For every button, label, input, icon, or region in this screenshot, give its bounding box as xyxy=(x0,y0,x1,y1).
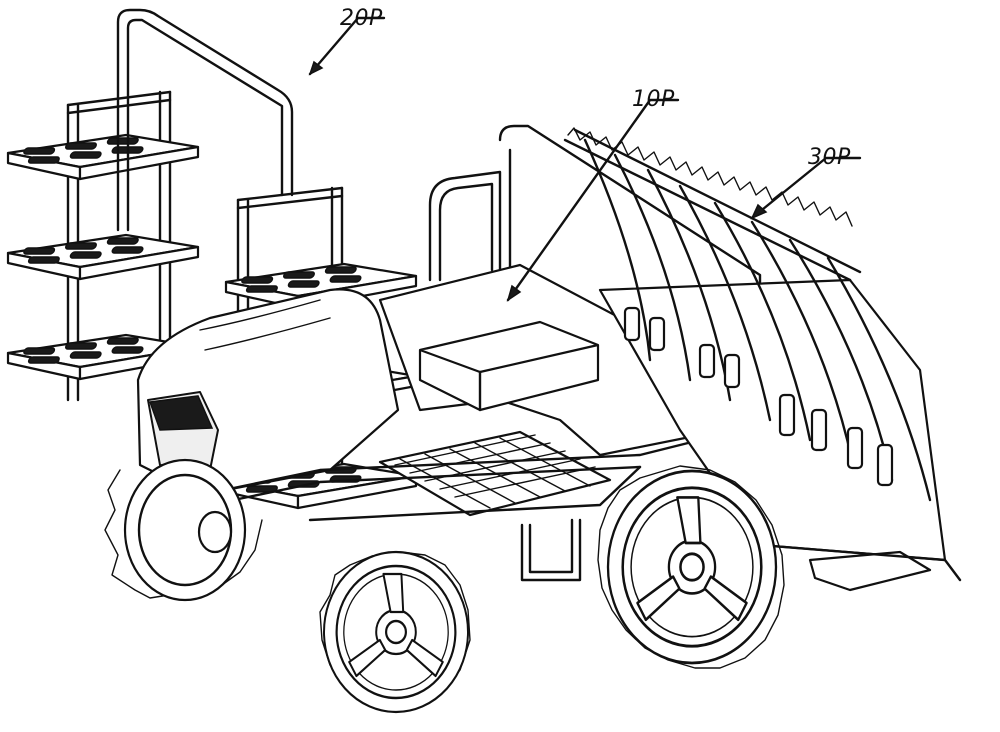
rear-wheel xyxy=(597,465,785,669)
front-right-wheel xyxy=(319,550,471,714)
seedling-stand-frame xyxy=(116,8,294,232)
machine-body xyxy=(198,124,777,582)
planting-unit xyxy=(563,127,962,592)
reference-label-10P: 10P xyxy=(632,87,675,112)
front-left-wheel xyxy=(104,458,263,602)
reference-label-20P: 20P xyxy=(340,6,383,31)
leader-line-30P xyxy=(750,156,862,220)
reference-label-30P: 30P xyxy=(808,145,851,170)
leader-line-10P xyxy=(506,98,680,302)
leader-line-20P xyxy=(308,16,386,76)
engine-hood xyxy=(136,288,400,497)
